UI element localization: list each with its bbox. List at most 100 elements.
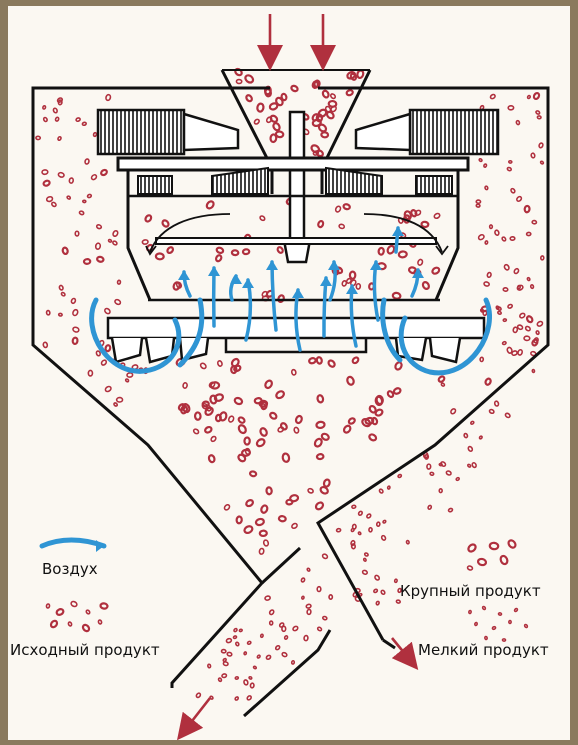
legend-air-label: Воздух xyxy=(42,560,98,578)
particle xyxy=(386,245,395,255)
particle xyxy=(323,479,330,488)
particle xyxy=(46,196,53,202)
particle xyxy=(346,376,354,386)
particle xyxy=(317,454,324,460)
particle xyxy=(260,530,267,536)
particle xyxy=(441,383,445,387)
particle xyxy=(517,349,523,355)
particle xyxy=(276,131,284,138)
air-arrow xyxy=(246,280,250,340)
particle xyxy=(100,169,108,176)
particle xyxy=(101,359,108,366)
particle xyxy=(536,321,543,327)
particle xyxy=(485,241,488,245)
particle xyxy=(277,246,284,254)
particle xyxy=(104,385,111,392)
particle xyxy=(205,200,214,210)
particle xyxy=(377,522,381,526)
particle xyxy=(259,548,264,554)
air-arrowhead xyxy=(370,260,382,270)
particle xyxy=(446,470,452,475)
particle xyxy=(97,256,104,262)
particle xyxy=(246,695,251,700)
particle xyxy=(540,161,544,165)
particle xyxy=(195,412,201,419)
particle xyxy=(494,230,499,236)
particle xyxy=(492,626,496,629)
particle xyxy=(236,79,241,83)
particle xyxy=(485,636,488,639)
particle xyxy=(474,622,477,626)
spreading-disc xyxy=(156,238,436,244)
particle xyxy=(82,624,91,633)
fine-outlet-left xyxy=(262,548,300,583)
particle xyxy=(42,105,46,109)
particle xyxy=(272,122,281,131)
particle xyxy=(477,558,486,566)
particle xyxy=(321,132,328,138)
particle xyxy=(317,587,321,592)
particle xyxy=(476,200,480,203)
particle xyxy=(281,93,287,100)
particle xyxy=(43,117,48,122)
particle xyxy=(490,94,496,100)
particle xyxy=(394,579,397,583)
particle xyxy=(306,604,312,609)
particle xyxy=(84,259,91,264)
particle xyxy=(430,472,434,476)
particle xyxy=(245,499,254,507)
particle xyxy=(91,174,98,181)
particle xyxy=(448,508,453,512)
particle xyxy=(50,620,58,629)
particle xyxy=(259,215,265,221)
particle xyxy=(42,170,48,175)
particle xyxy=(369,528,373,532)
particle xyxy=(516,196,522,202)
particle xyxy=(467,464,471,468)
particle xyxy=(438,375,446,382)
particle xyxy=(166,246,174,254)
particle xyxy=(275,645,280,650)
particle xyxy=(235,696,239,700)
particle xyxy=(489,409,495,414)
particle xyxy=(317,114,322,121)
particle xyxy=(307,488,313,494)
particle xyxy=(144,214,152,222)
particle xyxy=(317,627,322,632)
particle xyxy=(439,489,442,493)
particle xyxy=(537,116,541,119)
particle xyxy=(226,638,232,643)
particle xyxy=(525,326,531,332)
particle xyxy=(483,164,487,168)
legend-feed-label: Исходный продукт xyxy=(10,641,160,659)
particle xyxy=(364,552,368,556)
particle xyxy=(501,236,506,241)
particle xyxy=(67,196,71,200)
particle xyxy=(265,89,272,97)
particle xyxy=(114,299,121,306)
particle xyxy=(294,427,300,434)
particle xyxy=(513,268,519,274)
particle xyxy=(526,232,530,236)
particle xyxy=(479,436,483,440)
particle xyxy=(322,616,327,620)
particle xyxy=(88,370,92,376)
particle xyxy=(346,89,354,96)
particle xyxy=(393,387,401,395)
particle xyxy=(245,448,250,454)
particle xyxy=(362,570,368,575)
particle xyxy=(322,90,330,99)
particle xyxy=(43,342,48,348)
particle xyxy=(505,413,511,419)
particle xyxy=(270,621,273,625)
particle xyxy=(43,180,51,187)
particle xyxy=(243,525,253,534)
particle xyxy=(196,692,202,698)
particle xyxy=(356,70,364,79)
particle xyxy=(259,427,268,437)
particle xyxy=(350,272,356,279)
particle xyxy=(392,292,400,299)
particle xyxy=(282,652,288,657)
air-arrowhead xyxy=(320,276,332,286)
